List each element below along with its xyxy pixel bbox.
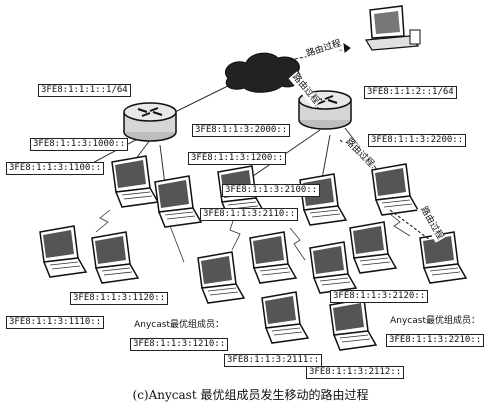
laptop-icon (419, 231, 467, 284)
desktop-computer-icon (364, 5, 421, 51)
router-right-if-2100: 3FE8:1:1:3:2100:: (222, 184, 321, 197)
anycast-right-address: 3FE8:1:1:3:2210:: (386, 334, 485, 347)
laptop-icon (39, 225, 87, 278)
laptop-icon (154, 175, 202, 228)
router-right-prefix: 3FE8:1:1:2::1/64 (364, 86, 457, 99)
anycast-best-member-right: Anycast最优组成员： 3FE8:1:1:3:2210:: (386, 316, 485, 347)
router-icon (123, 102, 177, 142)
laptop-icon (197, 251, 245, 304)
anycast-left-address: 3FE8:1:1:3:1210:: (130, 338, 229, 351)
router-left-if-1000: 3FE8:1:1:3:1000:: (30, 138, 129, 151)
laptop-icon (349, 221, 397, 274)
router-left-prefix: 3FE8:1:1:1::1/64 (38, 84, 131, 97)
figure-caption: (c)Anycast 最优组成员发生移动的路由过程 (132, 388, 369, 402)
anycast-best-member-left: Anycast最优组成员： 3FE8:1:1:3:1210:: (130, 320, 229, 351)
host-address-2111: 3FE8:1:1:3:2111:: (224, 354, 323, 367)
host-address-1110: 3FE8:1:1:3:1110:: (6, 316, 105, 329)
router-left-if-2000: 3FE8:1:1:3:2000:: (192, 124, 291, 137)
laptop-icon (91, 231, 139, 284)
router-right-if-2110: 3FE8:1:1:3:2110:: (200, 208, 299, 221)
laptop-icon (261, 291, 309, 344)
host-address-2120: 3FE8:1:1:3:2120:: (330, 290, 429, 303)
anycast-left-title: Anycast最优组成员： (134, 320, 224, 330)
laptop-icon (309, 241, 357, 294)
router-left-if-1200: 3FE8:1:1:3:1200:: (188, 152, 287, 165)
router-right-if-2200: 3FE8:1:1:3:2200:: (368, 134, 467, 147)
host-address-2112: 3FE8:1:1:3:2112:: (306, 366, 405, 379)
laptop-icon (371, 163, 419, 216)
host-address-1120: 3FE8:1:1:3:1120:: (70, 292, 169, 305)
router-left-if-1100: 3FE8:1:1:3:1100:: (6, 162, 105, 175)
laptop-icon (299, 173, 347, 226)
laptop-icon (329, 298, 377, 351)
anycast-right-title: Anycast最优组成员： (390, 316, 480, 326)
laptop-icon (111, 155, 159, 208)
laptop-icon (249, 231, 297, 284)
cloud-icon (224, 52, 302, 93)
